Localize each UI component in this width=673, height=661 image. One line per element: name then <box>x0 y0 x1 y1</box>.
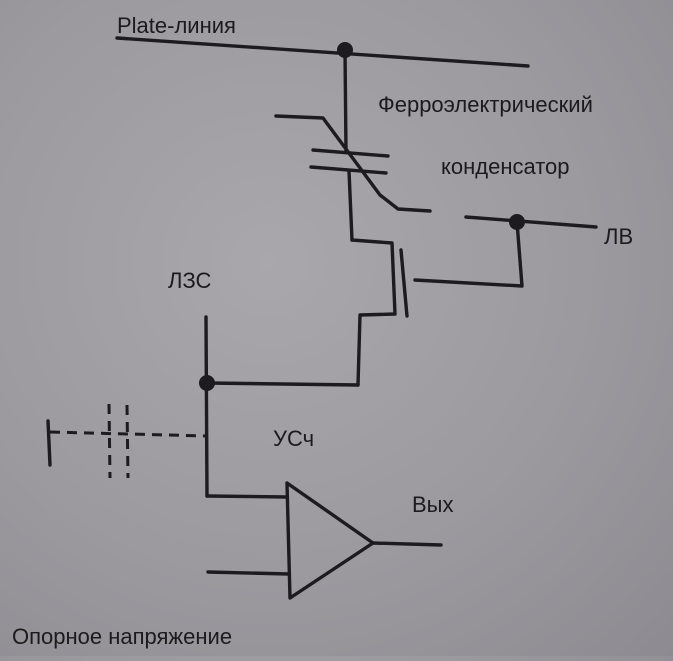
bit-line-junction-node <box>199 375 215 391</box>
ferroelectric-capacitor: Ферроэлектрический конденсатор <box>274 48 593 242</box>
bitline-parasitic-capacitor <box>46 403 207 479</box>
bit-line: ЛЗС <box>168 268 360 499</box>
sense-amplifier: УСч Вых <box>206 426 454 600</box>
reference-voltage-label: Опорное напряжение <box>12 624 232 649</box>
bit-line-label: ЛЗС <box>168 268 211 293</box>
word-line-junction-node <box>509 214 525 230</box>
ferro-capacitor-label-2: конденсатор <box>441 154 570 179</box>
word-line-label: ЛВ <box>604 224 633 249</box>
access-transistor <box>350 220 524 387</box>
output-label: Вых <box>412 492 454 517</box>
plate-line: Plate-линия <box>115 13 530 68</box>
ferro-capacitor-label-1: Ферроэлектрический <box>378 92 593 117</box>
plate-line-label: Plate-линия <box>117 13 236 38</box>
sense-amp-label: УСч <box>273 426 314 451</box>
word-line: ЛВ <box>464 214 633 249</box>
